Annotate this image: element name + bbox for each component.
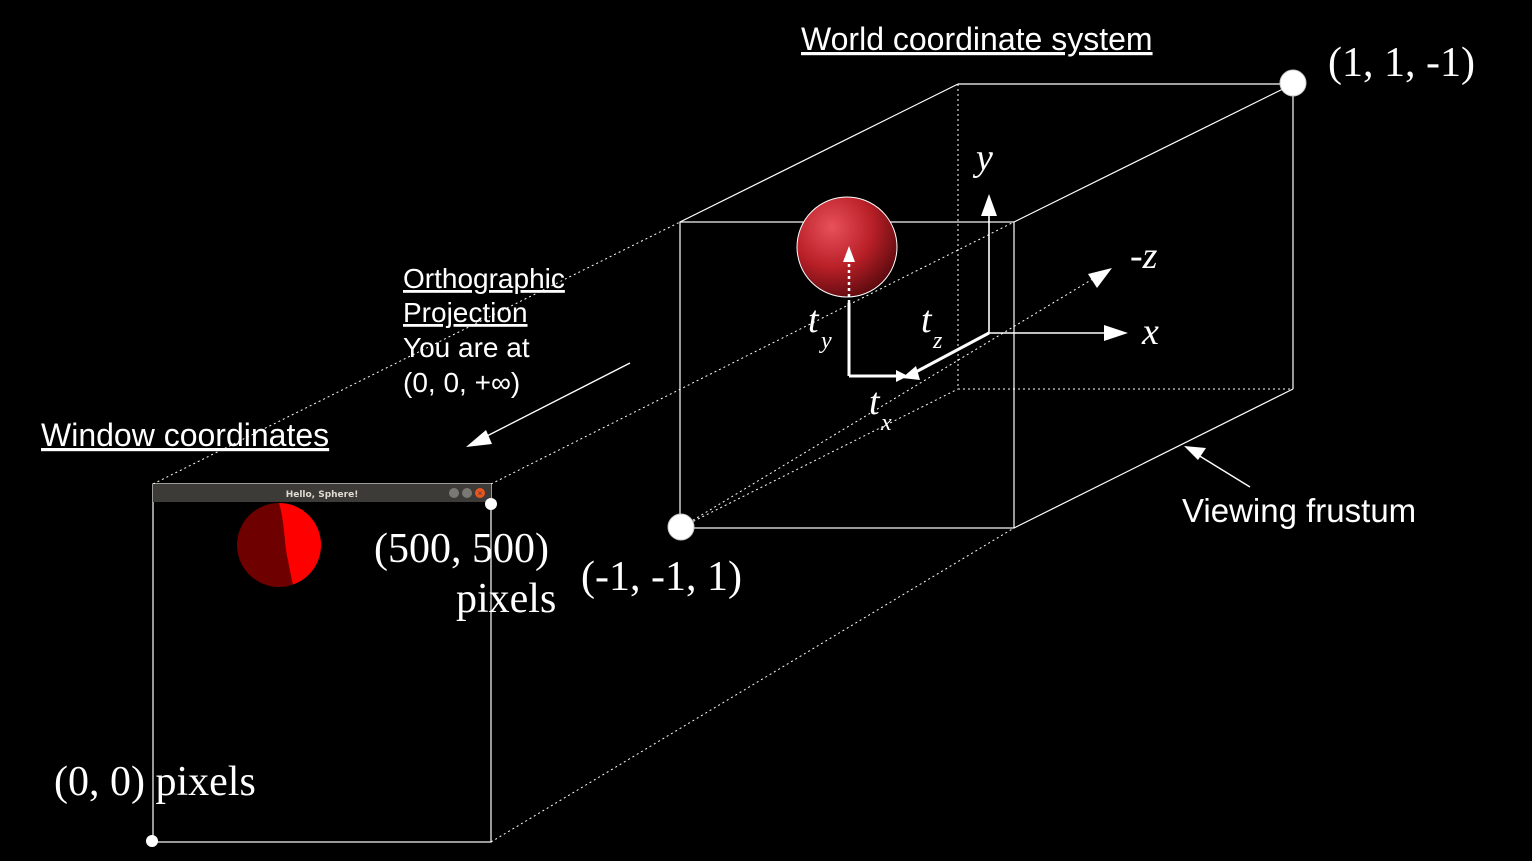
window-max-label-line1: (500, 500) xyxy=(374,526,549,572)
t-y-arrowhead xyxy=(843,246,855,262)
frustum-hidden-edges xyxy=(679,84,1293,529)
app-window-title: Hello, Sphere! xyxy=(286,490,359,500)
world-coordinate-title: World coordinate system xyxy=(801,21,1153,57)
frustum-edge-top-left xyxy=(679,83,959,223)
t-x-subscript: x xyxy=(880,410,892,436)
projection-label-line1: Orthographic xyxy=(403,263,565,294)
y-axis-label: y xyxy=(972,137,993,179)
neg-z-axis-label: -z xyxy=(1130,235,1158,277)
window-coordinates-title: Window coordinates xyxy=(41,417,329,453)
close-button[interactable] xyxy=(475,488,485,498)
neg-z-axis-line xyxy=(679,276,1097,529)
position-label-line1: You are at xyxy=(403,332,530,363)
frustum-edge-bottom-left xyxy=(679,388,959,529)
world-min-corner-dot xyxy=(667,513,695,541)
frustum-pointer-arrowhead xyxy=(1184,446,1206,460)
world-max-corner-dot xyxy=(1279,69,1307,97)
app-window: Hello, Sphere! × xyxy=(146,483,497,847)
projection-direction-arrowhead xyxy=(466,430,492,447)
viewing-frustum-label: Viewing frustum xyxy=(1182,492,1416,529)
world-axes xyxy=(981,194,1128,341)
t-y-subscript: y xyxy=(819,328,832,354)
projection-lines xyxy=(152,221,1015,843)
window-origin-label: (0, 0) pixels xyxy=(54,759,256,805)
world-max-corner-label: (1, 1, -1) xyxy=(1328,40,1475,86)
world-sphere xyxy=(796,196,898,298)
close-icon: × xyxy=(478,489,483,498)
neg-z-axis-arrowhead xyxy=(1088,268,1112,288)
frustum-pointer-line xyxy=(1197,454,1251,488)
minimize-button[interactable] xyxy=(449,488,459,498)
t-z-arrowhead xyxy=(902,366,920,380)
t-x-label: t xyxy=(869,381,881,423)
window-max-corner-dot xyxy=(485,498,497,510)
t-x-arrowhead xyxy=(896,370,908,382)
t-y-label: t xyxy=(808,299,820,341)
x-axis-arrowhead xyxy=(1104,325,1128,341)
frustum-edge-bottom-right xyxy=(1013,388,1294,529)
x-axis-label: x xyxy=(1141,311,1159,353)
world-min-corner-label: (-1, -1, 1) xyxy=(581,554,742,600)
window-max-label-line2: pixels xyxy=(456,576,556,622)
t-z-vector xyxy=(911,331,990,376)
t-z-subscript: z xyxy=(932,328,943,354)
position-label-line2: (0, 0, +∞) xyxy=(403,367,520,398)
projection-direction-line xyxy=(484,362,631,438)
maximize-button[interactable] xyxy=(462,488,472,498)
y-axis-arrowhead xyxy=(981,194,997,216)
neg-z-axis xyxy=(679,268,1112,529)
frustum-edge-top-right xyxy=(1013,83,1294,223)
t-z-label: t xyxy=(921,299,933,341)
translation-vectors xyxy=(847,303,990,378)
app-window-titlebar xyxy=(153,484,491,502)
projection-label-line2: Projection xyxy=(403,297,528,328)
rendered-sphere xyxy=(237,503,321,587)
projection-line-top-left xyxy=(152,221,681,485)
projection-line-bottom-right xyxy=(490,527,1015,843)
window-origin-dot xyxy=(146,835,158,847)
